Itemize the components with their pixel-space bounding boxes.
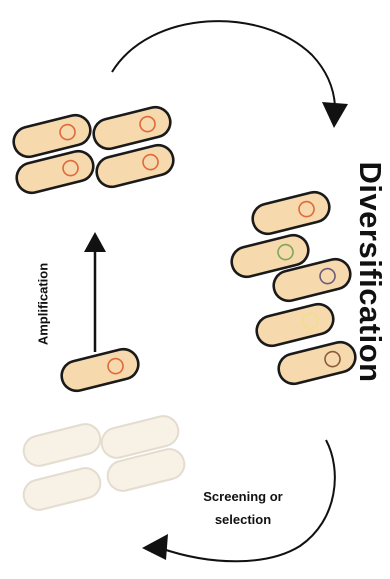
selected-cell xyxy=(59,346,142,394)
diversified-cell xyxy=(254,301,337,349)
cell-body xyxy=(250,189,333,237)
discarded-cell xyxy=(21,421,104,469)
cycle-arrowhead-bottom xyxy=(142,534,168,560)
cell-body xyxy=(59,346,142,394)
screening-label-line-1: Screening or xyxy=(203,485,282,508)
diversified-cell xyxy=(276,339,359,387)
screening-label-line-2: selection xyxy=(203,508,282,531)
cells-layer xyxy=(11,104,359,513)
diversification-label: Diversification xyxy=(352,161,388,382)
cell-body xyxy=(21,465,104,513)
diversified-cell xyxy=(250,189,333,237)
cycle-arrowhead-top xyxy=(322,102,348,128)
cycle-arrow-top xyxy=(112,21,335,106)
cell-body xyxy=(254,301,337,349)
cell-body xyxy=(21,421,104,469)
cell-body xyxy=(276,339,359,387)
amplification-arrowhead xyxy=(84,232,106,252)
discarded-cell xyxy=(21,465,104,513)
screening-selection-label: Screening or selection xyxy=(203,485,282,531)
amplification-label: Amplification xyxy=(36,263,51,345)
